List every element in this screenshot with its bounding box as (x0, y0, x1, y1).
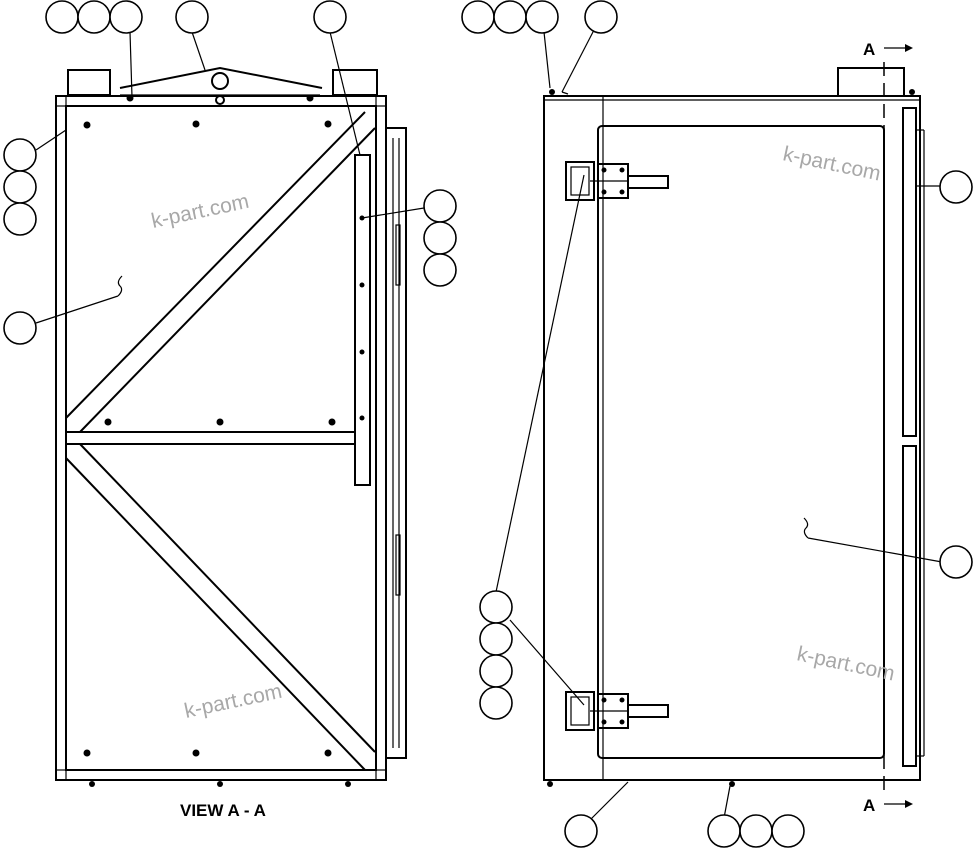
section-mark-bottom: A (863, 796, 875, 815)
lifting-eye (211, 72, 229, 90)
section-mark-top: A (863, 40, 875, 59)
view-label: VIEW A - A (180, 801, 266, 820)
left-view: VIEW A - A (3, 0, 457, 820)
bolts (83, 94, 365, 787)
lower-diagonal-brace (65, 457, 366, 771)
watermark-3: k-part.com (781, 142, 883, 185)
lower-latch (565, 691, 669, 731)
side-strip-upper (902, 107, 917, 437)
door-profile-left-view (385, 127, 407, 759)
side-gasket-strip (354, 154, 371, 486)
left-inner-frame (65, 105, 377, 771)
watermark-4: k-part.com (795, 642, 897, 685)
watermark-2: k-part.com (182, 680, 284, 723)
right-view-callouts (461, 0, 973, 848)
watermark-1: k-part.com (149, 190, 251, 233)
upper-diagonal-brace (65, 111, 366, 419)
right-view: A A (461, 0, 973, 848)
lifting-bracket (119, 66, 323, 89)
left-view-leaders (35, 31, 425, 324)
left-view-callouts (3, 0, 457, 345)
side-strip-lower (902, 445, 917, 767)
upper-latch (565, 161, 669, 201)
right-view-leaders (495, 29, 943, 823)
cabinet-body (543, 95, 921, 781)
right-top-pipe (837, 67, 905, 97)
left-top-pipe-left (67, 69, 111, 96)
